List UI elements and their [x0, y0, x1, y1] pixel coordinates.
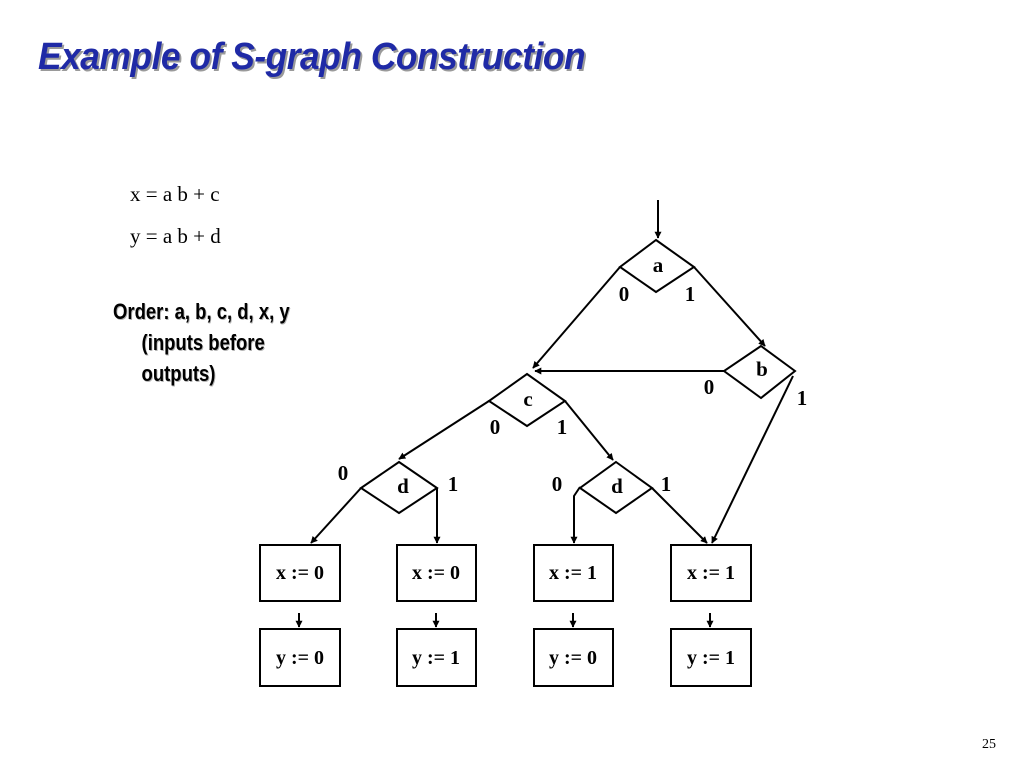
edge-c1-d2: [564, 400, 614, 461]
node-c-branch-1: 1: [557, 415, 568, 439]
node-d1-branch-1: 1: [448, 472, 459, 496]
decision-node-a: [618, 238, 696, 294]
variable-order-note: Order: a, b, c, d, x, y (inputs before o…: [113, 296, 315, 389]
page-number: 25: [982, 737, 996, 752]
edge-d1-0: [310, 487, 362, 544]
node-b-branch-0: 0: [704, 375, 715, 399]
node-b-label: b: [756, 357, 768, 381]
equation-x: x = a b + c: [130, 182, 220, 206]
x-assignment-box-3: [533, 544, 614, 602]
node-c-label: c: [523, 387, 532, 411]
node-a-branch-0: 0: [619, 282, 630, 306]
decision-node-d1: [359, 460, 439, 515]
y-assignment-box-4: [670, 628, 752, 687]
node-d2-label: d: [611, 474, 623, 498]
node-a-label: a: [653, 253, 664, 277]
y-assignment-2: y := 1: [412, 647, 460, 669]
x-assignment-box-1: [259, 544, 341, 602]
x-assignment-box-2: [396, 544, 477, 602]
equation-y: y = a b + d: [130, 224, 221, 248]
y-assignment-box-1: [259, 628, 341, 687]
edge-c0-d1: [398, 400, 490, 460]
decision-node-d2: [578, 460, 654, 515]
y-assignment-3: y := 0: [549, 647, 597, 669]
edge-a1-b: [693, 266, 766, 347]
edge-a0-c: [532, 266, 621, 369]
decision-node-b: [722, 344, 797, 400]
edge-d2-1: [651, 487, 708, 544]
edge-d2-0: [570, 486, 581, 544]
node-b-branch-1: 1: [797, 386, 808, 410]
decision-node-c: [487, 372, 567, 428]
y-assignment-box-3: [533, 628, 614, 687]
x-assignment-2: x := 0: [412, 562, 460, 584]
node-a-branch-1: 1: [685, 282, 696, 306]
x-assignment-box-4: [670, 544, 752, 602]
x-assignment-4: x := 1: [687, 562, 735, 584]
node-d1-branch-0: 0: [338, 461, 349, 485]
edge-b1-x1: [711, 375, 794, 544]
slide-title: Example of S-graph Construction: [38, 36, 586, 78]
node-d2-branch-0: 0: [552, 472, 563, 496]
y-assignment-box-2: [396, 628, 477, 687]
node-c-branch-0: 0: [490, 415, 501, 439]
x-assignment-3: x := 1: [549, 562, 597, 584]
y-assignment-1: y := 0: [276, 647, 324, 669]
node-d1-label: d: [397, 474, 409, 498]
x-assignment-1: x := 0: [276, 562, 324, 584]
order-line-2: (inputs before outputs): [141, 330, 265, 386]
node-d2-branch-1: 1: [661, 472, 672, 496]
y-assignment-4: y := 1: [687, 647, 735, 669]
order-line-1: Order: a, b, c, d, x, y: [113, 299, 290, 324]
